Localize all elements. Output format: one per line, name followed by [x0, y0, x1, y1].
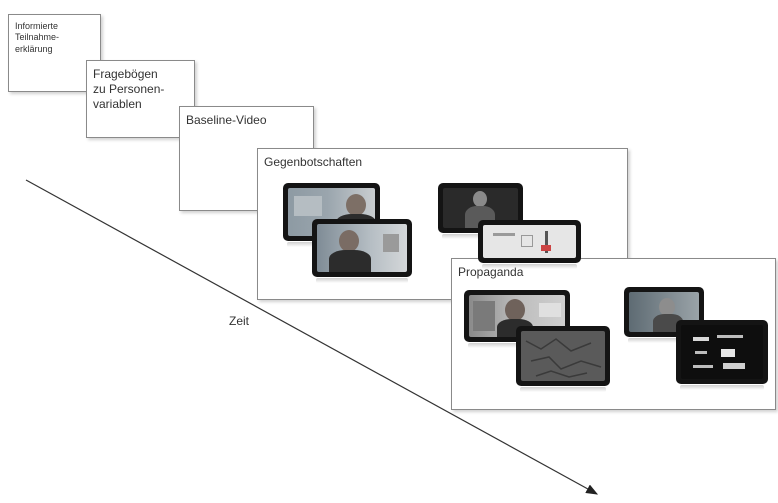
- video-still-image: [629, 292, 699, 332]
- video-still-image: [317, 224, 407, 272]
- video-still-image: [521, 331, 605, 381]
- stage-questionnaires: Fragebögen zu Personen- variablen: [86, 60, 195, 138]
- video-thumbnail: [676, 320, 768, 390]
- stage-label: Baseline-Video: [186, 113, 267, 127]
- video-still-image: [681, 325, 763, 379]
- stage-informed-consent: Informierte Teilnahme- erklärung: [8, 14, 101, 92]
- video-thumbnail: [516, 326, 610, 392]
- video-thumbnail: [312, 219, 412, 283]
- stage-label: Informierte Teilnahme- erklärung: [15, 21, 60, 54]
- video-still-image: [483, 225, 576, 258]
- stage-label: Fragebögen zu Personen- variablen: [93, 67, 165, 111]
- time-axis-label: Zeit: [229, 314, 250, 328]
- video-thumbnail: [478, 220, 581, 269]
- stage-label: Gegenbotschaften: [264, 155, 363, 169]
